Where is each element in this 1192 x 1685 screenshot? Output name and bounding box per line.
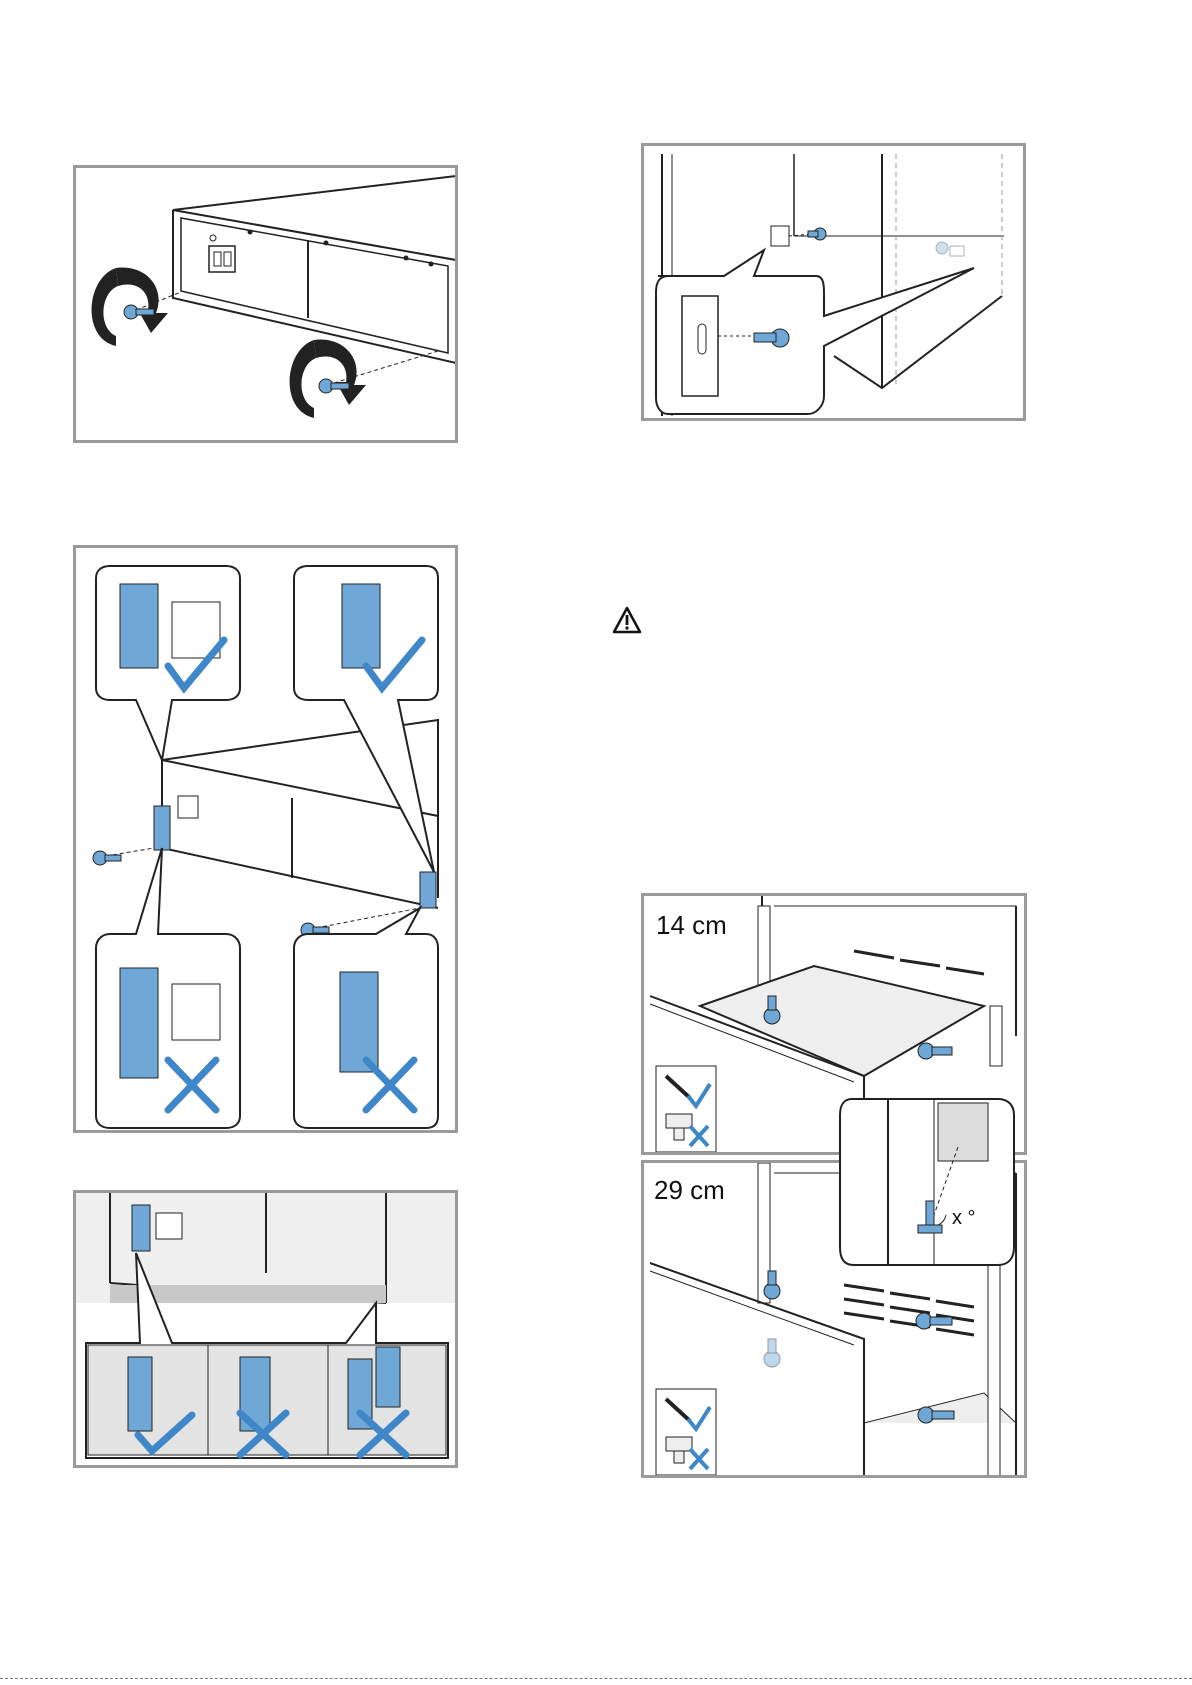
drawer-size-label-29: 29 cm bbox=[654, 1175, 725, 1206]
screw-icon bbox=[93, 851, 121, 865]
footer-rule bbox=[0, 1678, 1192, 1679]
figure-angle-inset: x ° bbox=[838, 1097, 1016, 1267]
screw-icon bbox=[764, 1339, 780, 1367]
bracket-left bbox=[154, 806, 170, 850]
figure-cabinet-bracket bbox=[641, 143, 1026, 421]
figure-bracket-orientation bbox=[73, 545, 458, 1133]
bracket-right bbox=[420, 872, 436, 908]
angle-label: x ° bbox=[952, 1207, 976, 1230]
figure-remove-screws bbox=[73, 165, 458, 443]
screw-icon bbox=[918, 1043, 952, 1059]
drawer-size-label-14: 14 cm bbox=[656, 910, 727, 941]
warning-icon bbox=[612, 606, 642, 639]
screw-icon bbox=[808, 228, 826, 240]
figure-bracket-slot bbox=[73, 1190, 458, 1468]
